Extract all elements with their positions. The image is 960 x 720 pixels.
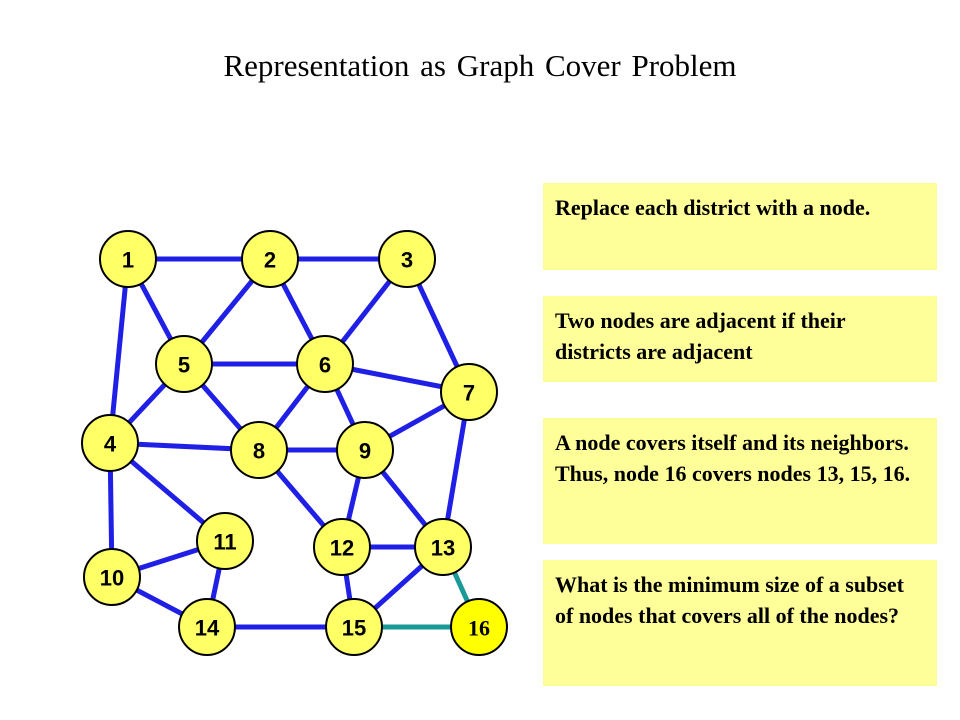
node-circle-5 <box>155 335 213 393</box>
node-label-9: 9 <box>359 439 371 464</box>
node-label-2: 2 <box>264 248 276 273</box>
node-label-8: 8 <box>253 439 265 464</box>
node-circle-11 <box>196 512 254 570</box>
note-question: What is the minimum size of a subset of … <box>543 560 937 686</box>
graph-edges <box>107 256 472 630</box>
node-label-4: 4 <box>104 432 117 457</box>
node-circle-3 <box>378 230 436 288</box>
node-label-5: 5 <box>178 353 190 378</box>
node-label-15: 15 <box>342 616 366 641</box>
node-14: 14 <box>178 598 236 656</box>
note-adjacency: Two nodes are adjacent if their district… <box>543 296 937 382</box>
node-10: 10 <box>83 548 141 606</box>
node-2: 2 <box>241 230 299 288</box>
node-label-3: 3 <box>401 248 413 273</box>
node-circle-1 <box>99 230 157 288</box>
node-5: 5 <box>155 335 213 393</box>
node-circle-2 <box>241 230 299 288</box>
node-12: 12 <box>313 518 371 576</box>
node-4: 4 <box>81 414 139 472</box>
node-circle-16 <box>450 598 508 656</box>
node-1: 1 <box>99 230 157 288</box>
node-circle-12 <box>313 518 371 576</box>
node-11: 11 <box>196 512 254 570</box>
node-circle-8 <box>230 421 288 479</box>
node-circle-14 <box>178 598 236 656</box>
node-label-11: 11 <box>213 530 236 555</box>
edge-1-4 <box>107 258 131 444</box>
node-circle-10 <box>83 548 141 606</box>
node-circle-7 <box>440 363 498 421</box>
node-label-7: 7 <box>463 381 475 406</box>
node-label-1: 1 <box>122 248 134 273</box>
note-cover-definition: A node covers itself and its neighbors. … <box>543 418 937 544</box>
node-circle-6 <box>296 335 354 393</box>
node-circle-9 <box>336 421 394 479</box>
node-13: 13 <box>414 518 472 576</box>
node-label-14: 14 <box>195 616 220 641</box>
node-circle-13 <box>414 518 472 576</box>
slide-title: Representation as Graph Cover Problem <box>223 48 737 83</box>
node-15: 15 <box>325 598 383 656</box>
node-label-16: 16 <box>468 616 490 641</box>
node-6: 6 <box>296 335 354 393</box>
node-label-6: 6 <box>319 353 331 378</box>
node-label-10: 10 <box>100 566 124 591</box>
note-replace-districts: Replace each district with a node. <box>543 183 937 270</box>
node-label-12: 12 <box>330 536 354 561</box>
node-16: 16 <box>450 598 508 656</box>
node-7: 7 <box>440 363 498 421</box>
node-9: 9 <box>336 421 394 479</box>
node-3: 3 <box>378 230 436 288</box>
node-circle-4 <box>81 414 139 472</box>
node-circle-15 <box>325 598 383 656</box>
node-label-13: 13 <box>431 536 455 561</box>
node-8: 8 <box>230 421 288 479</box>
